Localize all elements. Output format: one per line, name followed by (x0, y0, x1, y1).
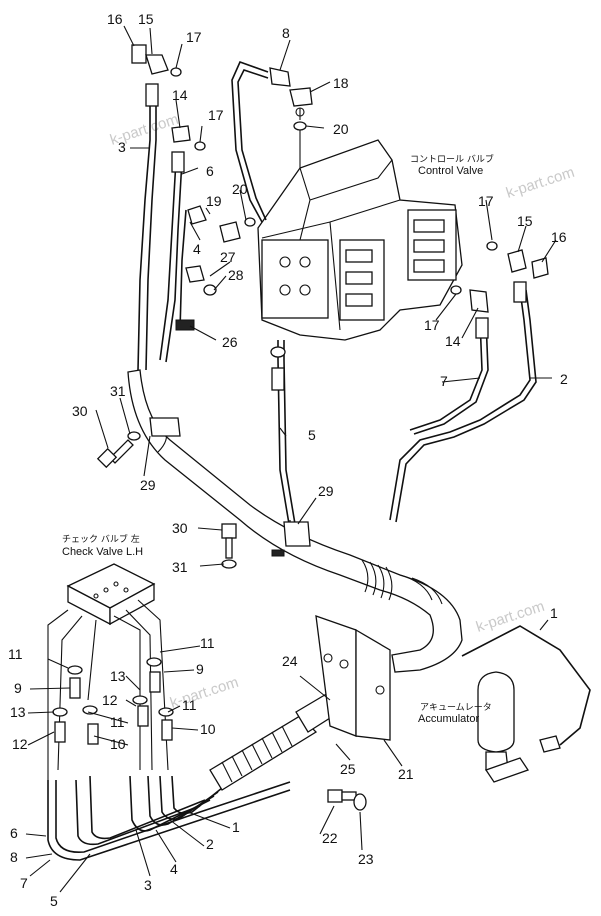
callout-3: 3 (144, 877, 152, 893)
callout-17: 17 (424, 317, 440, 333)
callout-31: 31 (172, 559, 188, 575)
callout-13: 13 (110, 668, 126, 684)
leader-lines-bottom (25, 645, 403, 893)
callout-numbers: 16 15 17 8 18 14 17 20 3 6 20 19 4 27 28… (8, 11, 568, 909)
callout-11: 11 (110, 714, 125, 730)
upper-hoses (137, 60, 537, 531)
callout-28: 28 (228, 267, 244, 283)
callout-2: 2 (206, 836, 214, 852)
callout-3: 3 (118, 139, 126, 155)
leader-lines-top (95, 25, 557, 631)
watermark: k-part.com (474, 598, 547, 636)
callout-15: 15 (138, 11, 154, 27)
check-valve-label-jp: チェック バルブ 左 (62, 533, 140, 545)
callout-26: 26 (222, 334, 238, 350)
callout-21: 21 (398, 766, 414, 782)
callout-7: 7 (20, 875, 28, 891)
callout-14: 14 (445, 333, 461, 349)
callout-13: 13 (10, 704, 26, 720)
callout-16: 16 (107, 11, 123, 27)
check-valve-label-en: Check Valve L.H (62, 546, 143, 558)
callout-8: 8 (10, 849, 18, 865)
callout-5: 5 (308, 427, 316, 443)
control-valve (257, 107, 463, 341)
callout-1: 1 (550, 605, 558, 621)
callout-10: 10 (200, 721, 216, 737)
callout-24: 24 (282, 653, 298, 669)
callout-27: 27 (220, 249, 236, 265)
callout-29: 29 (140, 477, 156, 493)
callout-9: 9 (14, 680, 22, 696)
accumulator-label-jp: アキュームレータ (420, 702, 492, 713)
callout-31: 31 (110, 383, 126, 399)
clamp-29 (149, 417, 311, 557)
callout-1: 1 (232, 819, 240, 835)
callout-25: 25 (340, 761, 356, 777)
callout-6: 6 (10, 825, 18, 841)
callout-2: 2 (560, 371, 568, 387)
callout-23: 23 (358, 851, 374, 867)
callout-19: 19 (206, 193, 222, 209)
callout-17: 17 (186, 29, 202, 45)
fittings-top (131, 44, 549, 391)
accumulator-label-en: Accumulator (418, 713, 479, 725)
callout-22: 22 (322, 830, 338, 846)
control-valve-label-en: Control Valve (418, 165, 483, 177)
callout-20: 20 (333, 121, 349, 137)
washer-31 (127, 431, 237, 569)
callout-10: 10 (110, 736, 126, 752)
callout-17: 17 (208, 107, 224, 123)
callout-11: 11 (8, 646, 23, 662)
callout-20: 20 (232, 181, 248, 197)
watermark: k-part.com (504, 164, 577, 202)
callout-30: 30 (172, 520, 188, 536)
callout-5: 5 (50, 893, 58, 909)
callout-16: 16 (551, 229, 567, 245)
check-valve (66, 563, 156, 626)
control-valve-label-jp: コントロール バルブ (410, 153, 494, 165)
callout-4: 4 (170, 861, 178, 877)
callout-18: 18 (333, 75, 349, 91)
callout-30: 30 (72, 403, 88, 419)
leader-lines (47, 599, 169, 780)
callout-11: 11 (200, 635, 215, 651)
callout-6: 6 (206, 163, 214, 179)
callout-17: 17 (478, 193, 494, 209)
bracket-21 (315, 615, 391, 741)
callout-7: 7 (440, 373, 448, 389)
callout-8: 8 (282, 25, 290, 41)
callout-11: 11 (182, 697, 197, 713)
bolt-22 (327, 789, 357, 803)
callout-29: 29 (318, 483, 334, 499)
callout-12: 12 (12, 736, 28, 752)
fittings-left (52, 657, 174, 745)
callout-9: 9 (196, 661, 204, 677)
callout-12: 12 (102, 692, 118, 708)
callout-14: 14 (172, 87, 188, 103)
accumulator (461, 625, 591, 783)
bolt-30 (96, 439, 237, 559)
callout-4: 4 (193, 241, 201, 257)
callout-15: 15 (517, 213, 533, 229)
washer-23 (353, 793, 367, 811)
